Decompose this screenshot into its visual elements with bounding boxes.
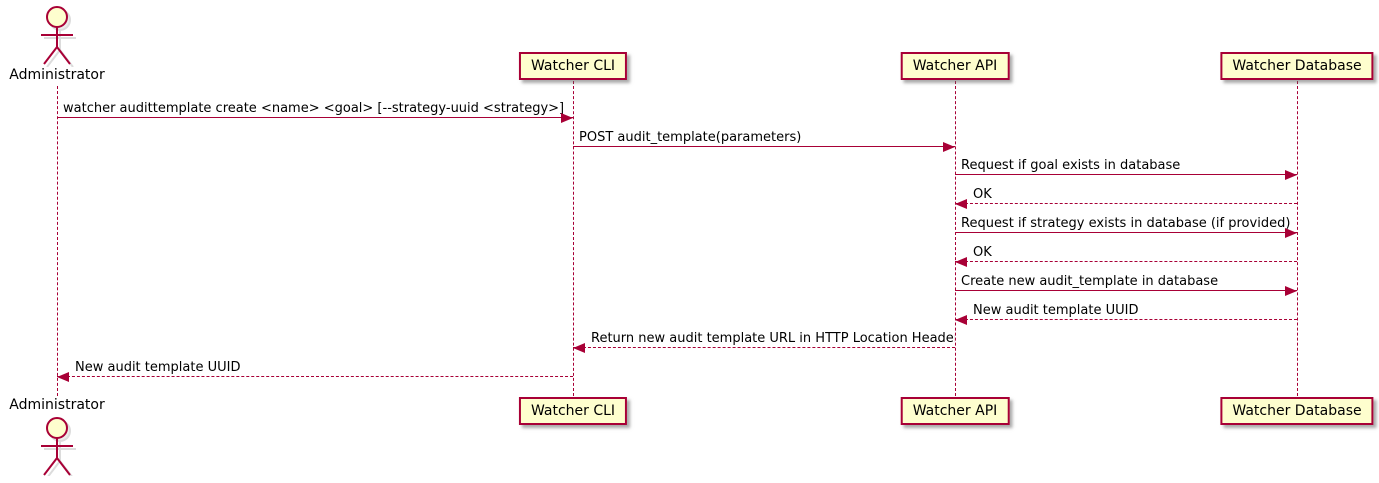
actor-icon-administrator-bottom: [41, 417, 76, 476]
lifeline-watcher-database: [1297, 81, 1298, 396]
message-return-url-location-header: Return new audit template URL in HTTP Lo…: [573, 328, 955, 353]
message-create-audit-template-db: Create new audit_template in database: [955, 271, 1297, 296]
participant-watcher-cli-top: Watcher CLI: [518, 52, 628, 80]
message-text: Create new audit_template in database: [961, 274, 1219, 289]
message-line: [573, 146, 955, 147]
message-text: New audit template UUID: [75, 360, 241, 375]
arrowhead-left-icon: [955, 315, 967, 325]
participant-watcher-cli-bottom: Watcher CLI: [518, 397, 628, 425]
arrowhead-left-icon: [57, 372, 69, 382]
lifeline-watcher-cli: [573, 81, 574, 396]
message-text: Return new audit template URL in HTTP Lo…: [591, 331, 955, 346]
message-request-goal-exists: Request if goal exists in database: [955, 155, 1297, 180]
message-line: [573, 347, 955, 348]
lifeline-watcher-api: [955, 81, 956, 396]
message-text: OK: [973, 187, 992, 202]
message-text: POST audit_template(parameters): [579, 130, 802, 145]
message-create-audittemplate-cmd: watcher audittemplate create <name> <goa…: [57, 98, 573, 123]
message-post-audit-template: POST audit_template(parameters): [573, 127, 955, 152]
message-text: watcher audittemplate create <name> <goa…: [63, 101, 565, 116]
message-text: Request if goal exists in database: [961, 158, 1181, 173]
message-line: [955, 232, 1297, 233]
arrowhead-right-icon: [1285, 228, 1297, 238]
participant-watcher-api-top: Watcher API: [900, 52, 1010, 80]
arrowhead-right-icon: [561, 113, 573, 123]
message-line: [57, 117, 573, 118]
arrowhead-left-icon: [955, 199, 967, 209]
message-strategy-ok: OK: [955, 242, 1297, 267]
participant-watcher-database-top: Watcher Database: [1220, 52, 1374, 80]
actor-icon-administrator: [41, 6, 76, 67]
message-new-uuid-to-admin: New audit template UUID: [57, 357, 573, 382]
lifeline-administrator: [57, 86, 58, 396]
message-line: [955, 319, 1297, 320]
message-request-strategy-exists: Request if strategy exists in database (…: [955, 213, 1297, 238]
arrowhead-right-icon: [1285, 286, 1297, 296]
message-line: [955, 261, 1297, 262]
message-text: OK: [973, 245, 992, 260]
message-line: [955, 290, 1297, 291]
arrowhead-right-icon: [1285, 170, 1297, 180]
message-goal-ok: OK: [955, 184, 1297, 209]
message-line: [955, 203, 1297, 204]
arrowhead-left-icon: [573, 343, 585, 353]
actor-label-administrator-bottom: Administrator: [9, 397, 105, 413]
actor-label-administrator-top: Administrator: [9, 67, 105, 83]
message-new-uuid-from-db: New audit template UUID: [955, 300, 1297, 325]
message-line: [57, 376, 573, 377]
arrowhead-right-icon: [943, 142, 955, 152]
message-text: New audit template UUID: [973, 303, 1139, 318]
message-line: [955, 174, 1297, 175]
message-text: Request if strategy exists in database (…: [961, 216, 1291, 231]
participant-watcher-database-bottom: Watcher Database: [1220, 397, 1374, 425]
participant-watcher-api-bottom: Watcher API: [900, 397, 1010, 425]
arrowhead-left-icon: [955, 257, 967, 267]
